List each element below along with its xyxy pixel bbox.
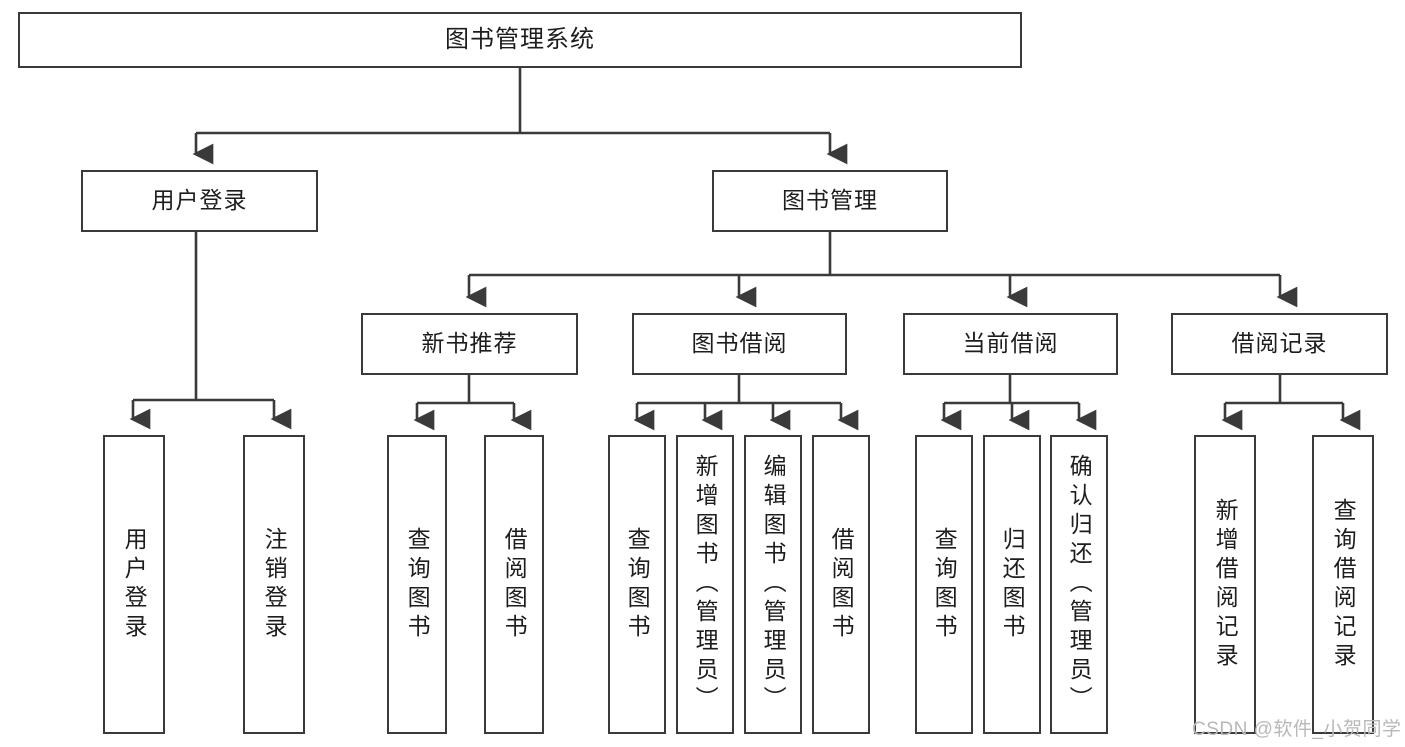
leaf-borrow-query-book-label: 查询图书 (624, 526, 651, 643)
leaf-current-return-book-label: 归还图书 (999, 526, 1026, 643)
leaf-recommend-query-book-label: 查询图书 (404, 526, 431, 643)
leaf-borrow-borrow-book[interactable]: 借阅图书 (812, 435, 870, 734)
node-borrow-record[interactable]: 借阅记录 (1171, 313, 1388, 375)
leaf-borrow-edit-book-label: 编辑图书（管理员） (760, 454, 787, 715)
node-borrow-record-label: 借阅记录 (1231, 330, 1328, 357)
node-new-book-recommend[interactable]: 新书推荐 (361, 313, 578, 375)
node-book-management[interactable]: 图书管理 (712, 170, 948, 232)
leaf-record-add-record[interactable]: 新增借阅记录 (1194, 435, 1256, 734)
leaf-record-add-record-label: 新增借阅记录 (1212, 497, 1239, 672)
leaf-borrow-query-book[interactable]: 查询图书 (608, 435, 666, 734)
leaf-recommend-borrow-book-label: 借阅图书 (501, 526, 528, 643)
node-user-login[interactable]: 用户登录 (81, 170, 318, 232)
leaf-recommend-query-book[interactable]: 查询图书 (387, 435, 447, 734)
leaf-user-login-logout[interactable]: 注销登录 (243, 435, 305, 734)
leaf-borrow-add-book[interactable]: 新增图书（管理员） (676, 435, 734, 734)
leaf-current-query-book-label: 查询图书 (931, 526, 958, 643)
node-current-borrow[interactable]: 当前借阅 (903, 313, 1118, 375)
leaf-user-login-login-label: 用户登录 (121, 526, 148, 643)
node-user-login-label: 用户登录 (151, 187, 248, 214)
leaf-record-query-record[interactable]: 查询借阅记录 (1312, 435, 1374, 734)
leaf-current-return-book[interactable]: 归还图书 (983, 435, 1041, 734)
csdn-watermark: CSDN @软件_小贺同学 (1192, 719, 1402, 740)
node-current-borrow-label: 当前借阅 (962, 330, 1059, 357)
leaf-record-query-record-label: 查询借阅记录 (1330, 497, 1357, 672)
node-book-management-label: 图书管理 (782, 187, 878, 214)
leaf-current-confirm-return[interactable]: 确认归还（管理员） (1050, 435, 1108, 734)
leaf-borrow-borrow-book-label: 借阅图书 (828, 526, 855, 643)
leaf-current-confirm-return-label: 确认归还（管理员） (1066, 454, 1093, 715)
leaf-recommend-borrow-book[interactable]: 借阅图书 (484, 435, 544, 734)
node-book-borrow[interactable]: 图书借阅 (632, 313, 847, 375)
leaf-current-query-book[interactable]: 查询图书 (915, 435, 973, 734)
node-new-book-recommend-label: 新书推荐 (421, 330, 518, 357)
node-root-system-label: 图书管理系统 (445, 25, 595, 53)
leaf-user-login-logout-label: 注销登录 (261, 526, 288, 643)
leaf-borrow-edit-book[interactable]: 编辑图书（管理员） (744, 435, 802, 734)
node-book-borrow-label: 图书借阅 (691, 330, 788, 357)
leaf-user-login-login[interactable]: 用户登录 (103, 435, 165, 734)
node-root-system[interactable]: 图书管理系统 (18, 12, 1022, 68)
leaf-borrow-add-book-label: 新增图书（管理员） (692, 454, 719, 715)
